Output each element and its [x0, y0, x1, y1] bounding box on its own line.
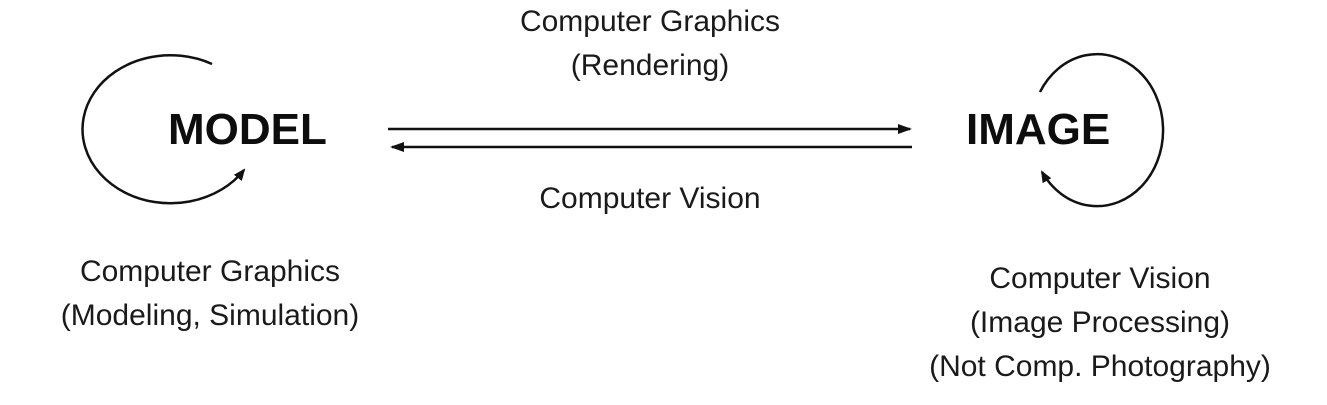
- rendering-label-line1: Computer Graphics: [519, 5, 781, 38]
- image-loop-caption-line2: (Image Processing): [969, 306, 1231, 339]
- vision-label: Computer Vision: [430, 177, 870, 221]
- model-loop-caption-line1: Computer Graphics: [79, 255, 341, 288]
- image-loop-caption-line3: (Not Comp. Photography): [929, 350, 1271, 383]
- model-node: MODEL: [168, 105, 327, 154]
- vision-label-line1: Computer Vision: [539, 182, 761, 215]
- image-loop-arrow: [1038, 52, 1165, 208]
- rendering-label-line2: (Rendering): [570, 49, 730, 82]
- image-loop-caption: Computer Vision (Image Processing) (Not …: [880, 257, 1320, 389]
- rendering-label: Computer Graphics (Rendering): [430, 0, 870, 88]
- model-loop-caption: Computer Graphics (Modeling, Simulation): [10, 250, 410, 338]
- model-loop-arrow: [81, 54, 246, 205]
- image-loop-caption-line1: Computer Vision: [989, 262, 1211, 295]
- model-loop-caption-line2: (Modeling, Simulation): [60, 299, 360, 332]
- image-node: IMAGE: [966, 105, 1111, 154]
